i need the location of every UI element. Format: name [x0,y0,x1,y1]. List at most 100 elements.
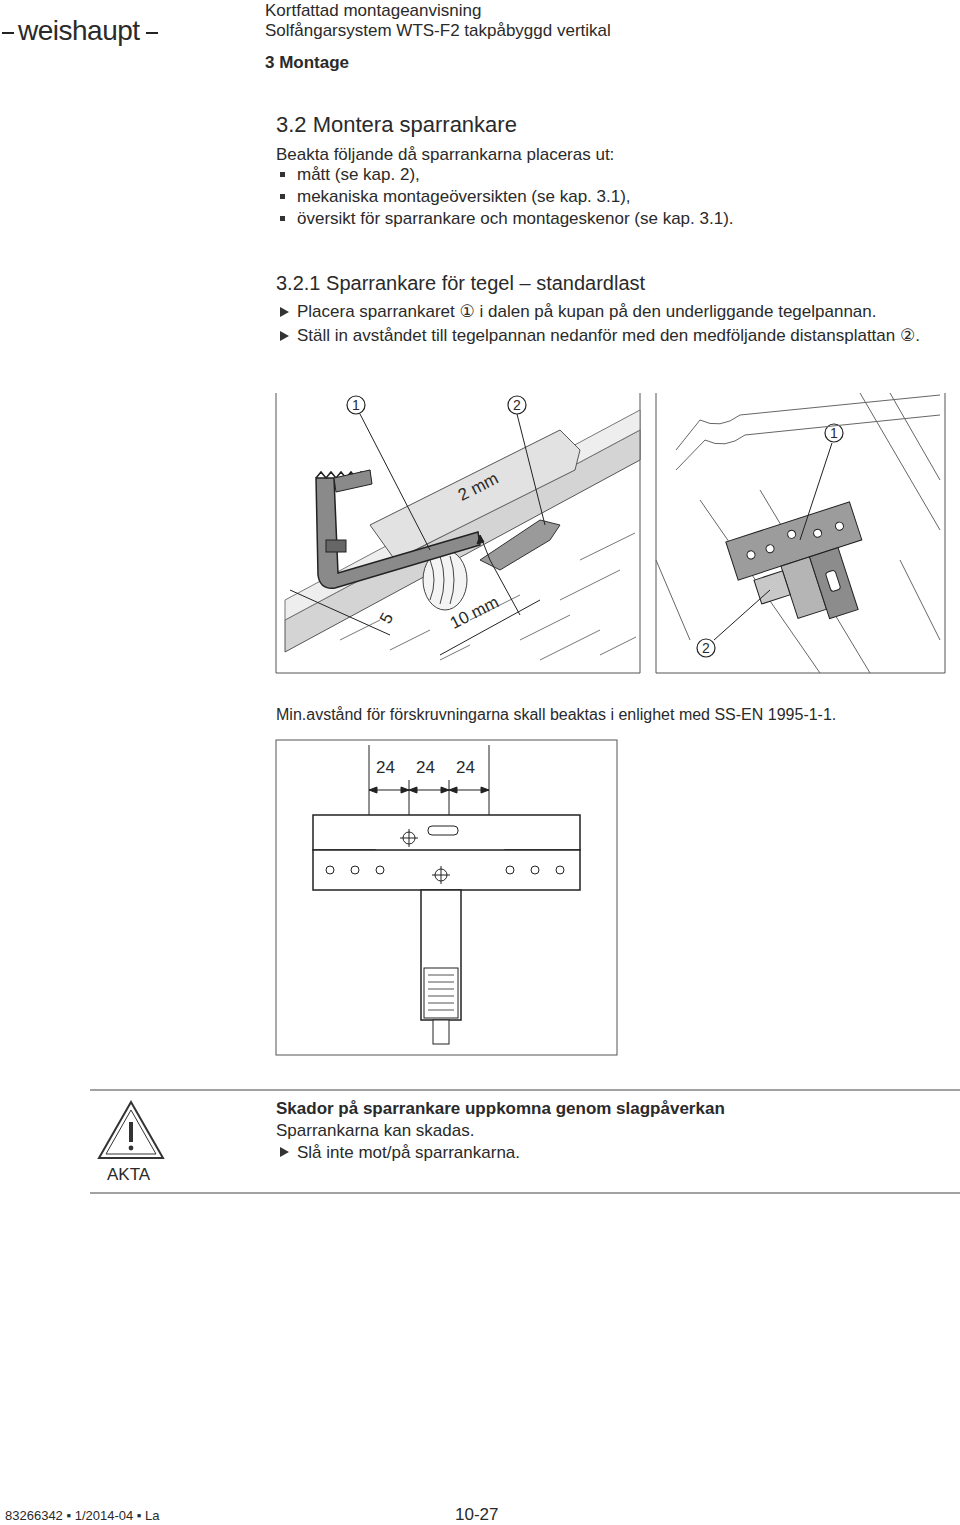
illustration-part [334,470,372,492]
illustration-part [369,790,489,791]
illustration-part [656,393,940,673]
illustration-part [890,393,940,480]
illustration-part [697,639,715,657]
illustration-part [280,307,289,317]
illustration-part [787,529,797,539]
illustration-part [285,410,640,620]
illustration-part [556,866,564,874]
illustration-part [2,32,14,34]
illustration-part [676,395,940,450]
illustration-part [765,544,775,554]
illustration-part [430,560,434,600]
illustration-part [424,968,458,1018]
illustration-part [146,32,158,34]
illustration-part [313,815,580,890]
illustration-part [600,637,636,655]
illustration-part [449,787,457,793]
illustration-part [506,866,514,874]
illustration-part [860,393,940,530]
text-line: Sparrankarna kan skadas. [276,1121,474,1141]
illustration-part [409,829,410,847]
text-line: Solfångarsystem WTS-F2 takpåbyggd vertik… [265,21,611,41]
illustration-part [280,331,289,341]
illustration-part [900,560,940,640]
illustration-part [810,548,859,619]
text-line: Min.avstånd för förskruvningarna skall b… [276,705,836,724]
illustration-part [481,787,489,793]
illustration-part [129,1146,134,1151]
illustration-part [441,866,442,884]
text-line: Skador på sparrankare uppkomna genom sla… [276,1099,725,1119]
illustration-part [90,1193,960,1194]
illustration-part [313,850,580,890]
illustration-part [428,975,454,1010]
illustration-part [280,194,285,199]
illustration-part [428,996,454,997]
illustration-part [106,1110,156,1154]
illustration-part [428,982,454,983]
illustration-part [726,502,882,642]
illustration-part [276,393,640,673]
illustration-part [800,443,832,540]
illustration-part [90,1090,960,1091]
illustration-part [409,787,417,793]
section-title: 3.2 Montera sparrankare [276,112,517,138]
illustration-part [714,590,770,640]
illustration-part [326,540,346,552]
illustration-part [428,826,458,835]
illustration-part [428,989,454,990]
illustration-part [480,520,560,570]
illustration-part [656,560,690,640]
text-line: översikt för sparrankare och montagesken… [297,209,734,229]
text-line: Beakta följande då sparrankarna placeras… [276,145,614,165]
illustration-part [280,1147,289,1157]
text-line: 24 [416,758,435,778]
text-line: 10-27 [455,1505,498,1525]
illustration-part [390,630,430,650]
illustration-part [326,866,334,874]
illustration-part [326,826,564,874]
illustration-part [280,216,285,221]
illustration-part [517,414,545,525]
illustration-part [347,396,843,657]
illustration-part [421,890,461,1020]
text-line: mått (se kap. 2), [297,165,420,185]
illustration-part [276,740,617,1055]
callout-number: 1 [830,425,838,442]
illustration-part [540,630,600,660]
illustration-part [316,478,480,588]
illustration-part [813,528,823,538]
illustration-part [531,866,539,874]
dimension: 5 [376,610,398,628]
illustration-part [285,430,640,652]
illustration-part [428,975,454,976]
illustration-part [825,570,841,592]
illustration-part [129,1122,133,1142]
illustration-part [340,620,380,640]
illustration-part [290,535,540,655]
text-line: mekaniska montageöversikten (se kap. 3.1… [297,187,631,207]
text-line: 3.2.1 Sparrankare för tegel – standardla… [276,271,645,295]
illustration-part [99,1102,163,1158]
illustration-part [280,172,285,177]
illustration-part [347,396,365,414]
text-line: 24 [456,758,475,778]
illustration-part [290,590,390,635]
callout-number: 2 [702,640,710,657]
illustration-part [520,615,570,640]
illustration-part [369,787,377,793]
text-line: 3 Montage [265,53,349,73]
illustration-part [656,393,945,673]
callout-number: 1 [352,397,360,414]
illustration-part [746,550,756,560]
text-line: Slå inte mot/på sparrankarna. [297,1143,520,1163]
illustration-part [351,866,359,874]
text-line: 83266342 ▪ 1/2014-04 ▪ La [5,1508,160,1524]
illustration-part [440,556,444,604]
illustration-part [560,570,620,600]
text-line: Placera sparrankaret ① i dalen på kupan … [297,302,877,322]
text-line: AKTA [107,1165,150,1185]
text-line: Kortfattad montageanvisning [265,1,481,21]
illustration-part [400,829,450,884]
